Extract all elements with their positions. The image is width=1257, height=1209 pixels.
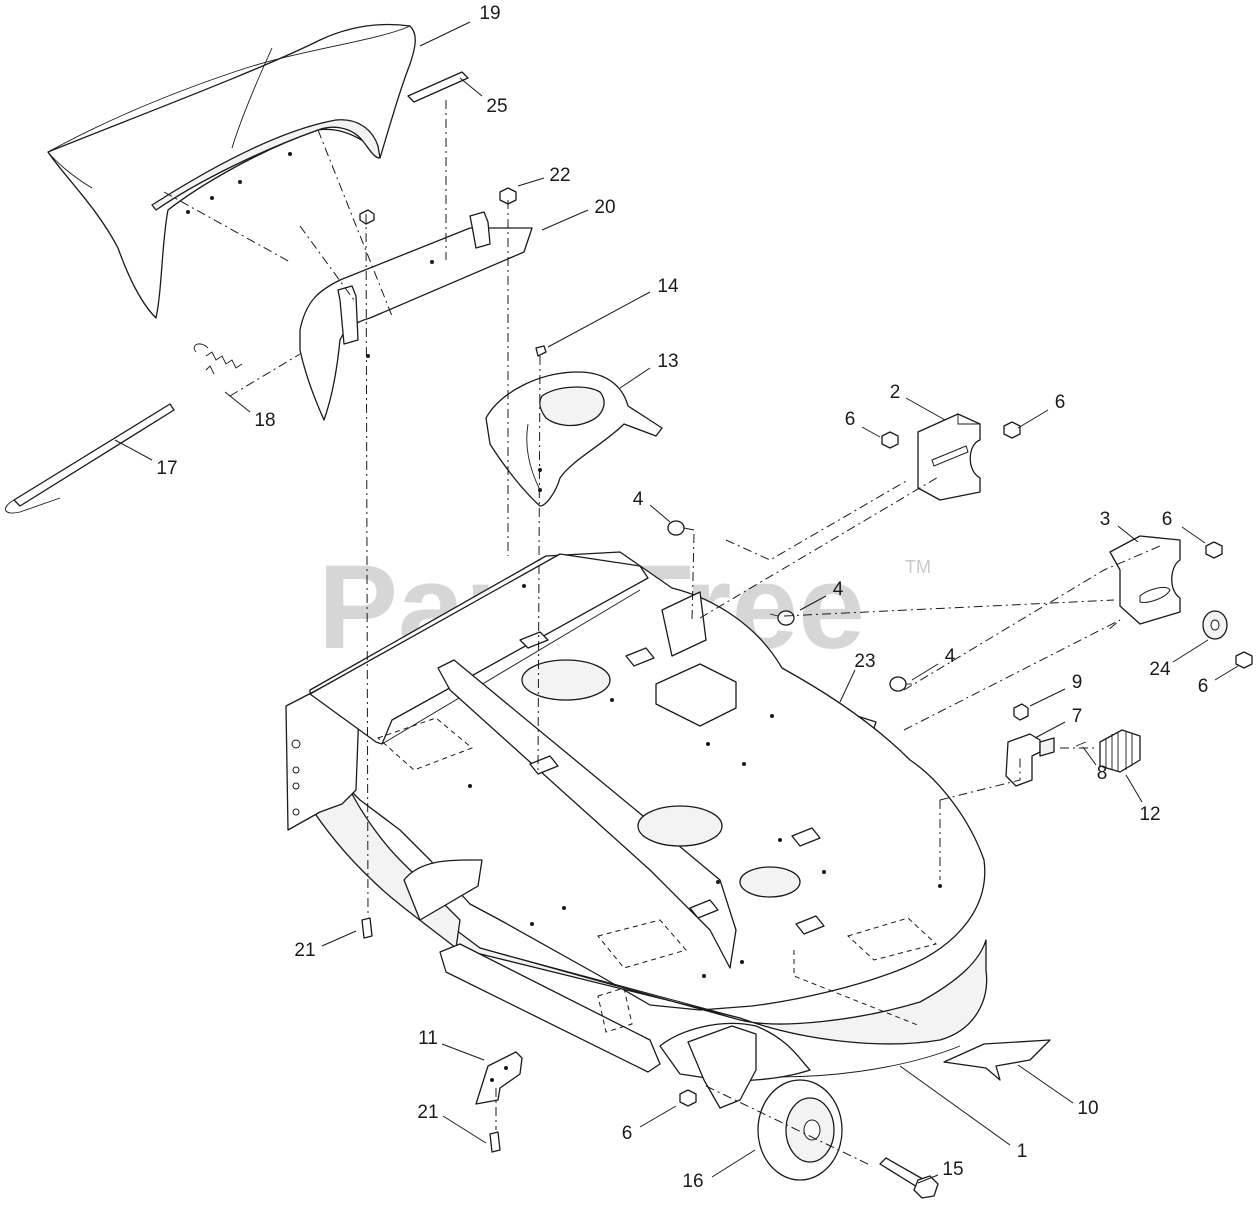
leader-line-c2 [905, 397, 946, 421]
leader-line-c11 [441, 1043, 485, 1061]
leader-line-c8 [1082, 746, 1097, 766]
part-10-deflector [943, 1039, 1051, 1081]
part-24-washer [1202, 610, 1228, 640]
leader-line-c6b [1017, 409, 1049, 429]
callout-c25: 25 [486, 96, 507, 117]
callout-c10: 10 [1077, 1098, 1098, 1119]
leader-line-c4c [911, 663, 939, 681]
part-9-fitting [1013, 703, 1029, 721]
leader-line-c3 [1117, 525, 1139, 543]
callout-c11: 11 [418, 1028, 438, 1049]
callout-c17: 17 [156, 458, 177, 479]
leader-line-c6a [861, 426, 881, 438]
part-3-bracket [1109, 535, 1181, 625]
callout-c9: 9 [1072, 672, 1083, 693]
callout-c12: 12 [1139, 804, 1160, 825]
alignment-lines [163, 100, 1161, 1167]
caster-bracket [687, 1025, 757, 1109]
callout-c24: 24 [1149, 659, 1171, 680]
part-6-nut-a [881, 431, 899, 449]
callout-c3: 3 [1100, 509, 1111, 530]
callout-c20: 20 [594, 197, 615, 218]
part-12-fitting [1099, 729, 1141, 773]
callout-c6d: 6 [1198, 676, 1209, 697]
callout-c4c: 4 [945, 646, 956, 667]
part-14-bolt [535, 345, 547, 357]
leader-line-c15 [917, 1174, 939, 1184]
part-6-nut-d [1235, 651, 1253, 669]
part-19-discharge-chute [47, 23, 416, 319]
callout-c18: 18 [254, 410, 275, 431]
leader-line-c20 [541, 209, 589, 231]
leader-line-c6d [1214, 665, 1239, 681]
part-16-caster-wheel [757, 1079, 843, 1181]
callout-c21a: 21 [294, 940, 315, 961]
callout-c15: 15 [942, 1159, 963, 1180]
leader-line-c18 [224, 391, 251, 413]
part-4-bolt-b [769, 610, 795, 626]
part-13-belt-cover [485, 371, 663, 507]
leader-line-c1 [899, 1065, 1011, 1146]
part-17-rod [5, 403, 175, 514]
callout-c1: 1 [1017, 1141, 1028, 1162]
part-15-axle-bolt [879, 1157, 939, 1199]
leader-line-c24 [1172, 639, 1209, 663]
callout-c22: 22 [549, 165, 570, 186]
part-7-elbow [1005, 733, 1055, 787]
part-18-spring [193, 343, 243, 375]
callout-c4b: 4 [833, 579, 844, 600]
part-6-nut-e [679, 1089, 697, 1107]
part-20-hinge-plate [299, 211, 533, 421]
leader-line-c21a [321, 930, 357, 947]
callout-c16: 16 [682, 1171, 703, 1192]
leader-line-c4b [799, 595, 827, 611]
leader-line-c21b [442, 1115, 487, 1144]
part-21-bolt-b [489, 1131, 501, 1153]
part-4-bolt-a [667, 520, 695, 536]
part-6-nut-c [1205, 541, 1223, 559]
part-21-bolt-a [361, 917, 373, 939]
callout-c8: 8 [1097, 763, 1108, 784]
leader-line-c9 [1029, 688, 1066, 707]
part-25-decal [407, 71, 469, 103]
part-22-nut [499, 187, 517, 205]
callout-c14: 14 [657, 276, 679, 297]
callout-c2: 2 [890, 382, 901, 403]
callout-c6b: 6 [1055, 392, 1066, 413]
callout-c13: 13 [657, 351, 678, 372]
leader-line-c6e [639, 1105, 677, 1128]
callout-layer: 19 25 22 20 14 13 2 6 6 18 17 4 3 6 4 23 4 24 6 9 7 8 12 21 11 10… [114, 3, 1239, 1192]
leader-line-c17 [114, 439, 153, 461]
leader-line-c12 [1125, 774, 1143, 803]
leader-line-c16 [711, 1149, 756, 1178]
callout-c19: 19 [479, 3, 500, 24]
leader-line-c13 [619, 367, 651, 389]
part-4-bolt-c [889, 676, 912, 692]
part-14-bolt-upper [359, 209, 375, 225]
part-2-bracket [917, 413, 981, 501]
callout-c6c: 6 [1162, 509, 1173, 530]
part-1-mower-deck [285, 551, 988, 1082]
part-8-oring [1075, 741, 1087, 747]
leader-line-c25 [459, 77, 483, 97]
callout-c21b: 21 [417, 1102, 438, 1123]
part-11-plate [475, 1051, 523, 1105]
callout-c4a: 4 [633, 489, 644, 510]
watermark-trademark: TM [905, 557, 931, 577]
leader-line-c23 [839, 669, 856, 703]
leader-line-c6c [1181, 526, 1206, 544]
callout-c6a: 6 [845, 409, 856, 430]
leader-line-c7 [1034, 721, 1066, 739]
part-6-nut-b [1003, 421, 1021, 439]
leader-line-c19 [419, 21, 471, 47]
leader-line-c14 [547, 291, 651, 348]
leader-line-c10 [1017, 1064, 1074, 1104]
leader-line-c4a [649, 504, 671, 523]
callout-c6e: 6 [622, 1123, 633, 1144]
callout-c23: 23 [854, 651, 875, 672]
callout-c7: 7 [1072, 706, 1083, 727]
leader-line-c22 [517, 177, 545, 187]
